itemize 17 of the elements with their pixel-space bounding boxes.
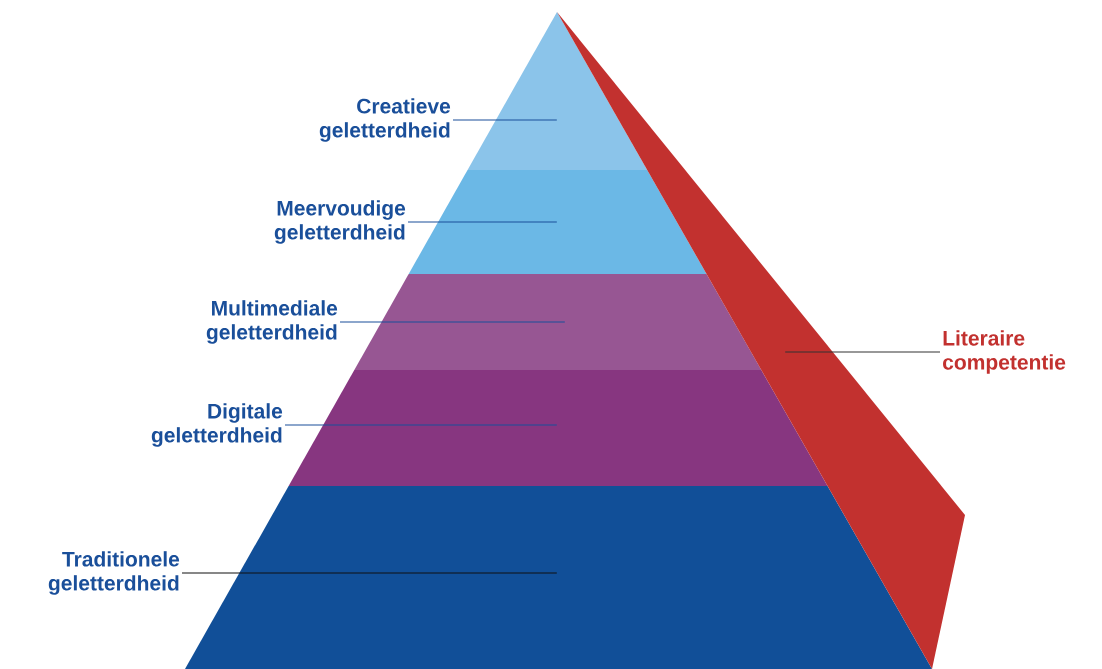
layer-label: Digitale geletterdheid: [151, 403, 283, 447]
layer-label: Meervoudige geletterdheid: [274, 200, 406, 244]
leader-line: [284, 424, 558, 426]
pyramid-layer: [467, 12, 648, 170]
leader-line: [784, 351, 941, 353]
layer-label: Literaire competentie: [943, 330, 1066, 374]
pyramid-layer: [354, 274, 762, 370]
layer-label: Multimediale geletterdheid: [206, 300, 338, 344]
pyramid-layer: [185, 486, 932, 669]
pyramid-layer: [408, 170, 707, 274]
layer-label: Creatieve geletterdheid: [319, 98, 451, 142]
leader-line: [181, 572, 558, 574]
layer-label: Traditionele geletterdheid: [48, 551, 180, 595]
leader-line: [407, 221, 558, 223]
leader-line: [452, 119, 558, 121]
leader-line: [339, 321, 566, 323]
pyramid-layer: [288, 370, 828, 486]
